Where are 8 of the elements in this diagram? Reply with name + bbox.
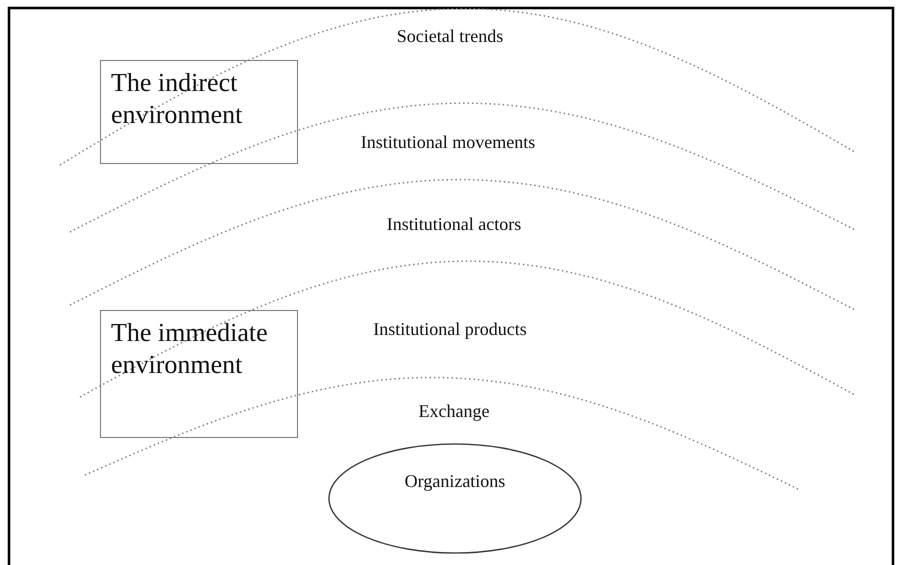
band-label: Institutional products <box>373 319 527 340</box>
band-label: Institutional movements <box>360 132 536 153</box>
node-text: Organizations <box>404 471 506 492</box>
label-box: The immediate environment <box>100 310 298 438</box>
band-label: Institutional actors <box>386 214 522 235</box>
band-label: Societal trends <box>396 26 504 47</box>
label-box: The indirect environment <box>100 60 298 164</box>
band-label: Exchange <box>418 401 490 422</box>
